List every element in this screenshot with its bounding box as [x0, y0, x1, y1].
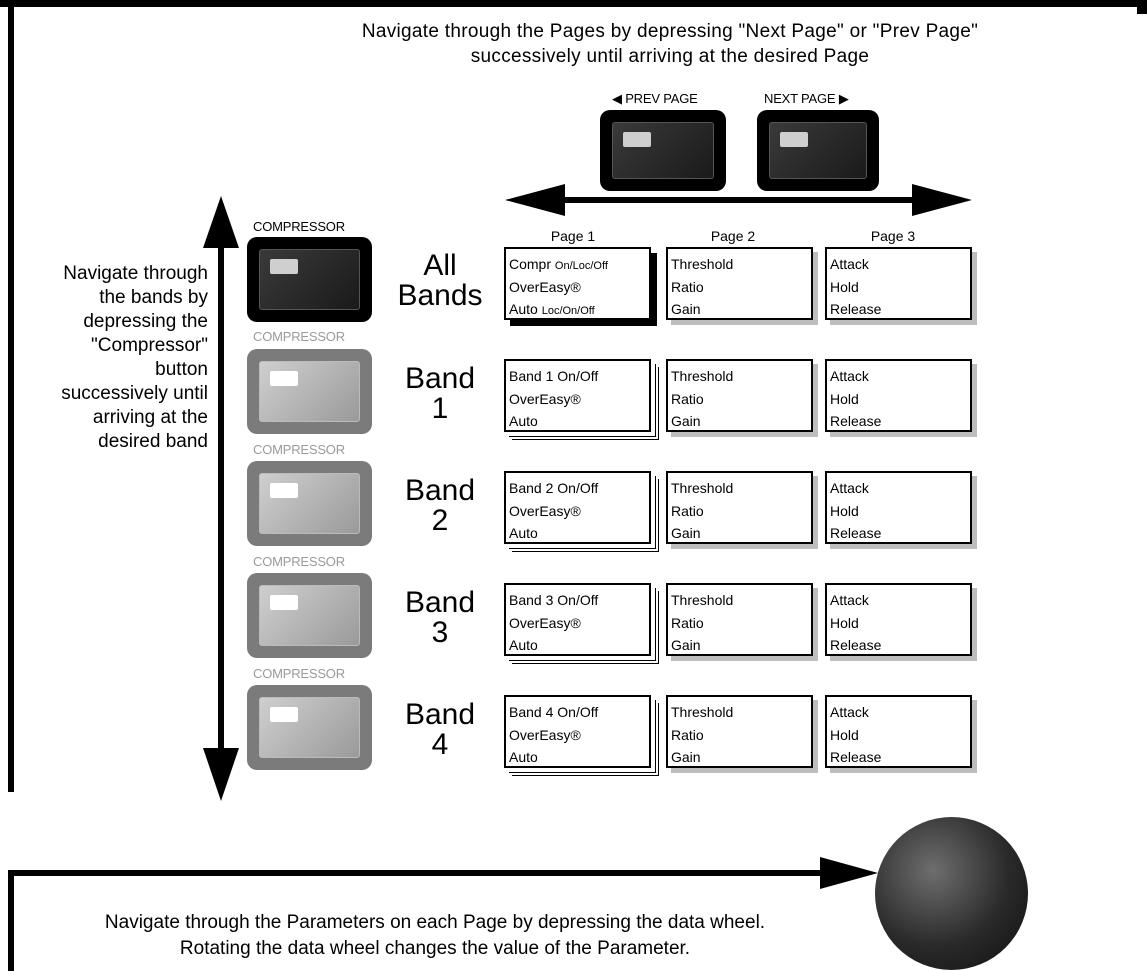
- compressor-button-band1[interactable]: [247, 349, 372, 434]
- compressor-button-band3[interactable]: [247, 573, 372, 658]
- next-page-label: NEXT PAGE ▶: [764, 91, 849, 106]
- param-box-band3-page2[interactable]: Threshold Ratio Gain: [666, 583, 813, 656]
- double-arrow-horizontal-icon: [505, 184, 972, 216]
- pages-instruction-line2: successively until arriving at the desir…: [470, 46, 870, 67]
- param-box-band4-page1[interactable]: Band 4 On/Off OverEasy® Auto: [504, 695, 651, 768]
- compressor-button-all[interactable]: [247, 237, 372, 322]
- led-indicator: [270, 259, 298, 274]
- prev-page-label: ◀ PREV PAGE: [612, 91, 698, 106]
- led-indicator: [780, 132, 808, 147]
- frame-top-bar: [0, 0, 1147, 7]
- led-indicator: [270, 595, 298, 610]
- pages-instruction-line1: Navigate through the Pages by depressing…: [361, 21, 979, 42]
- button-face: [259, 249, 360, 310]
- led-indicator: [270, 371, 298, 386]
- param-box-all-page3[interactable]: Attack Hold Release: [825, 247, 972, 320]
- button-face: [259, 473, 360, 534]
- frame-left-bar: [8, 0, 14, 792]
- param-box-band1-page2[interactable]: Threshold Ratio Gain: [666, 359, 813, 432]
- button-face: [612, 122, 714, 179]
- prev-page-button[interactable]: [600, 110, 726, 191]
- data-wheel-icon[interactable]: [875, 817, 1028, 970]
- led-indicator: [270, 707, 298, 722]
- button-face: [259, 361, 360, 422]
- compressor-button-band2[interactable]: [247, 461, 372, 546]
- page-header-3: Page 3: [870, 228, 916, 244]
- compressor-label: COMPRESSOR: [253, 442, 345, 457]
- param-box-band1-page3[interactable]: Attack Hold Release: [825, 359, 972, 432]
- params-instruction-line1: Navigate through the Parameters on each …: [104, 912, 766, 933]
- param-box-band4-page3[interactable]: Attack Hold Release: [825, 695, 972, 768]
- bands-instruction: Navigate through the bands by depressing…: [61, 263, 208, 452]
- param-box-all-page2[interactable]: Threshold Ratio Gain: [666, 247, 813, 320]
- page-header-2: Page 2: [710, 228, 756, 244]
- param-box-band1-page1[interactable]: Band 1 On/Off OverEasy® Auto: [504, 359, 651, 432]
- arrow-right-icon: [8, 857, 878, 971]
- param-box-all-page1[interactable]: Compr On/Loc/Off OverEasy® Auto Loc/On/O…: [504, 247, 651, 320]
- param-box-band3-page3[interactable]: Attack Hold Release: [825, 583, 972, 656]
- double-arrow-vertical-icon: [203, 196, 239, 801]
- compressor-label: COMPRESSOR: [253, 219, 345, 234]
- compressor-button-band4[interactable]: [247, 685, 372, 770]
- param-box-band2-page1[interactable]: Band 2 On/Off OverEasy® Auto: [504, 471, 651, 544]
- compressor-label: COMPRESSOR: [253, 329, 345, 344]
- param-box-band4-page2[interactable]: Threshold Ratio Gain: [666, 695, 813, 768]
- button-face: [769, 122, 867, 179]
- param-box-band2-page3[interactable]: Attack Hold Release: [825, 471, 972, 544]
- param-box-band3-page1[interactable]: Band 3 On/Off OverEasy® Auto: [504, 583, 651, 656]
- frame-right-corner: [1137, 0, 1147, 14]
- params-instruction-line2: Rotating the data wheel changes the valu…: [179, 938, 691, 959]
- param-box-band2-page2[interactable]: Threshold Ratio Gain: [666, 471, 813, 544]
- compressor-label: COMPRESSOR: [253, 554, 345, 569]
- button-face: [259, 697, 360, 758]
- next-page-button[interactable]: [757, 110, 879, 191]
- compressor-label: COMPRESSOR: [253, 666, 345, 681]
- led-indicator: [270, 483, 298, 498]
- page-header-1: Page 1: [550, 228, 596, 244]
- led-indicator: [623, 132, 651, 147]
- button-face: [259, 585, 360, 646]
